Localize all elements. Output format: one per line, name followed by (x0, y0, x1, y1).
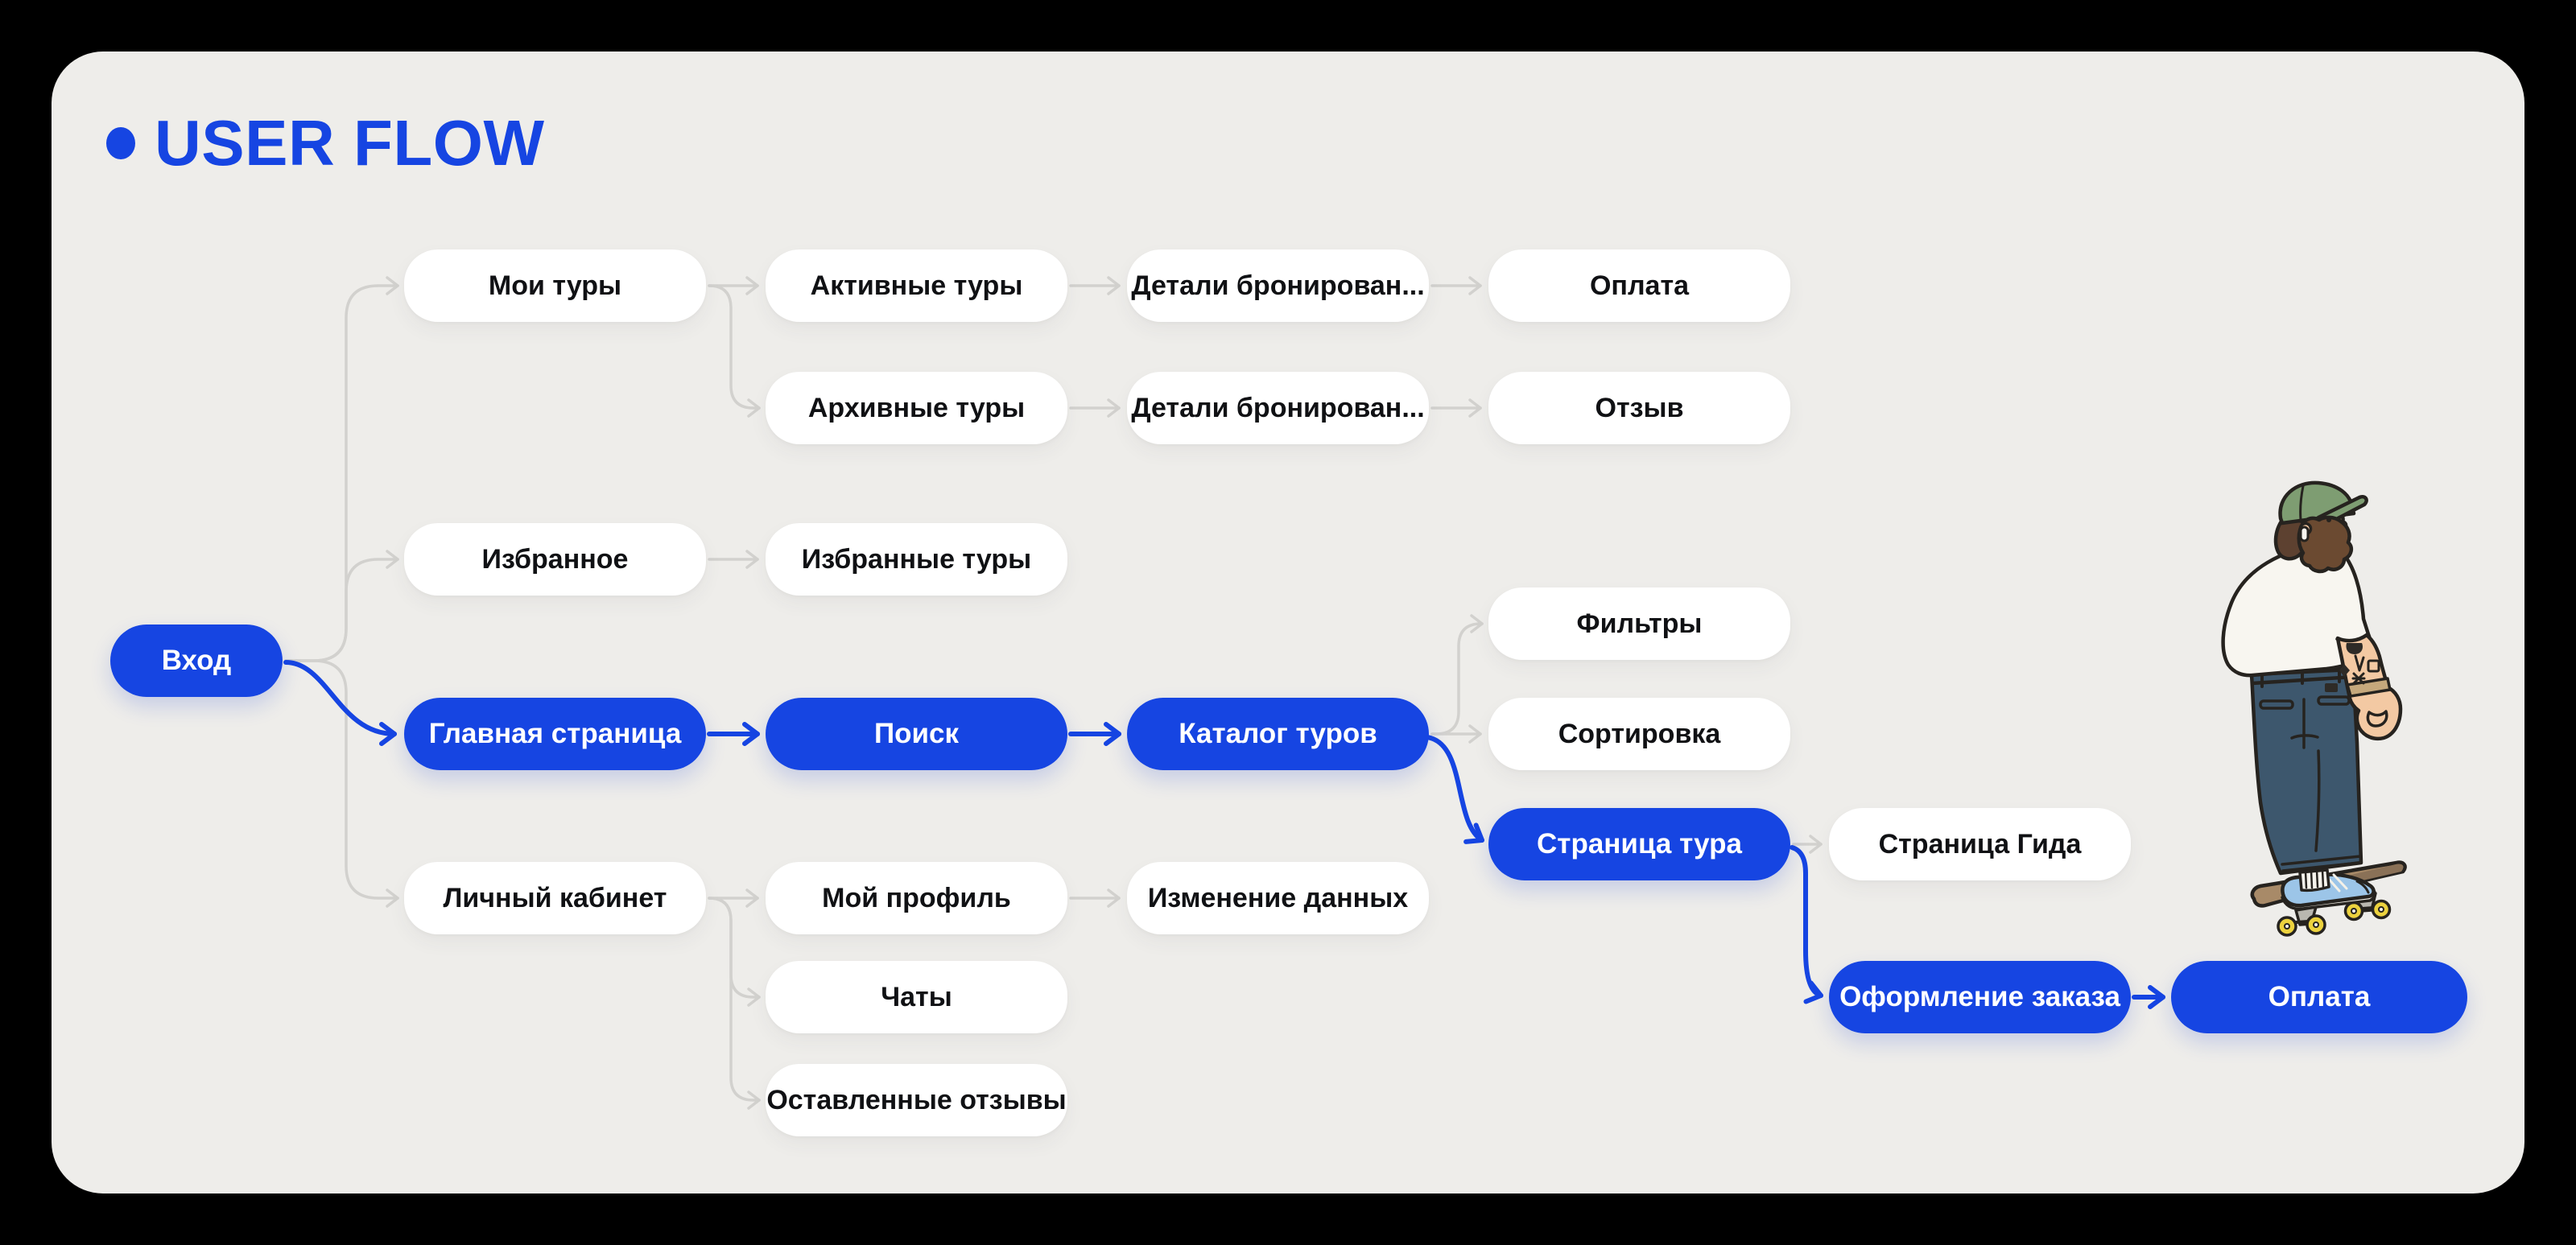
edge-my-tours-archive-tours (708, 284, 761, 418)
node-tour-page[interactable]: Страница тура (1488, 808, 1790, 880)
node-label: Избранное (481, 543, 629, 575)
node-label: Детали бронирован... (1131, 270, 1425, 301)
node-chats[interactable]: Чаты (766, 961, 1067, 1033)
node-payment-top[interactable]: Оплата (1488, 249, 1790, 322)
node-label: Избранные туры (801, 543, 1032, 575)
node-archive-tours[interactable]: Архивные туры (766, 372, 1067, 444)
page-title: USER FLOW (106, 111, 544, 175)
node-payment-final[interactable]: Оплата (2171, 961, 2467, 1033)
node-edit-data[interactable]: Изменение данных (1127, 862, 1429, 934)
node-label: Детали бронирован... (1131, 392, 1425, 423)
node-label: Личный кабинет (443, 882, 667, 913)
node-filters[interactable]: Фильтры (1488, 587, 1790, 660)
node-search[interactable]: Поиск (766, 698, 1067, 770)
node-label: Активные туры (810, 270, 1023, 301)
title-text: USER FLOW (155, 107, 545, 179)
node-label: Сортировка (1558, 718, 1721, 749)
skateboard-wheels (2277, 899, 2392, 937)
node-booking-details-2[interactable]: Детали бронирован... (1127, 372, 1429, 444)
edge-account-left-reviews (708, 897, 761, 1110)
node-label: Оформление заказа (1839, 981, 2120, 1012)
node-booking-details-1[interactable]: Детали бронирован... (1127, 249, 1429, 322)
node-label: Фильтры (1576, 608, 1703, 639)
node-label: Поиск (873, 718, 960, 749)
skateboarder-illustration (2221, 480, 2407, 937)
node-label: Оставленные отзывы (766, 1084, 1067, 1115)
tattoos (2339, 643, 2363, 677)
sock (2298, 868, 2330, 893)
node-entry[interactable]: Вход (110, 625, 283, 697)
edge-entry-favorites (284, 550, 399, 662)
node-label: Страница Гида (1878, 828, 2082, 860)
edge-tour-page-checkout (1790, 845, 1823, 1004)
edge-catalog-tour-page (1425, 735, 1484, 844)
node-label: Каталог туров (1179, 718, 1377, 749)
bullet-icon (106, 127, 135, 159)
node-label: Мои туры (488, 270, 622, 301)
node-label: Чаты (881, 981, 952, 1012)
t-shirt (2221, 542, 2372, 678)
edge-entry-home (283, 660, 397, 746)
node-my-profile[interactable]: Мой профиль (766, 862, 1067, 934)
node-left-reviews[interactable]: Оставленные отзывы (766, 1064, 1067, 1136)
wristband (2346, 677, 2392, 698)
node-label: Отзыв (1595, 392, 1684, 423)
node-label: Оплата (2268, 981, 2371, 1012)
node-guide-page[interactable]: Страница Гида (1829, 808, 2131, 880)
node-label: Вход (161, 645, 232, 676)
node-label: Архивные туры (807, 392, 1026, 423)
node-sorting[interactable]: Сортировка (1488, 698, 1790, 770)
node-catalog[interactable]: Каталог туров (1127, 698, 1429, 770)
node-label: Оплата (1589, 270, 1690, 301)
node-label: Изменение данных (1147, 882, 1409, 913)
node-active-tours[interactable]: Активные туры (766, 249, 1067, 322)
node-checkout[interactable]: Оформление заказа (1829, 961, 2131, 1033)
edge-entry-account (284, 659, 399, 908)
node-account[interactable]: Личный кабинет (404, 862, 706, 934)
beard (2297, 515, 2354, 574)
eye (2326, 517, 2331, 522)
node-my-tours[interactable]: Мои туры (404, 249, 706, 322)
node-label: Мой профиль (822, 882, 1011, 913)
node-review[interactable]: Отзыв (1488, 372, 1790, 444)
node-favorites[interactable]: Избранное (404, 523, 706, 596)
earbud (2299, 526, 2310, 542)
node-home[interactable]: Главная страница (404, 698, 706, 770)
node-label: Страница тура (1537, 828, 1742, 860)
node-label: Главная страница (428, 718, 682, 749)
node-favorite-tours[interactable]: Избранные туры (766, 523, 1067, 596)
